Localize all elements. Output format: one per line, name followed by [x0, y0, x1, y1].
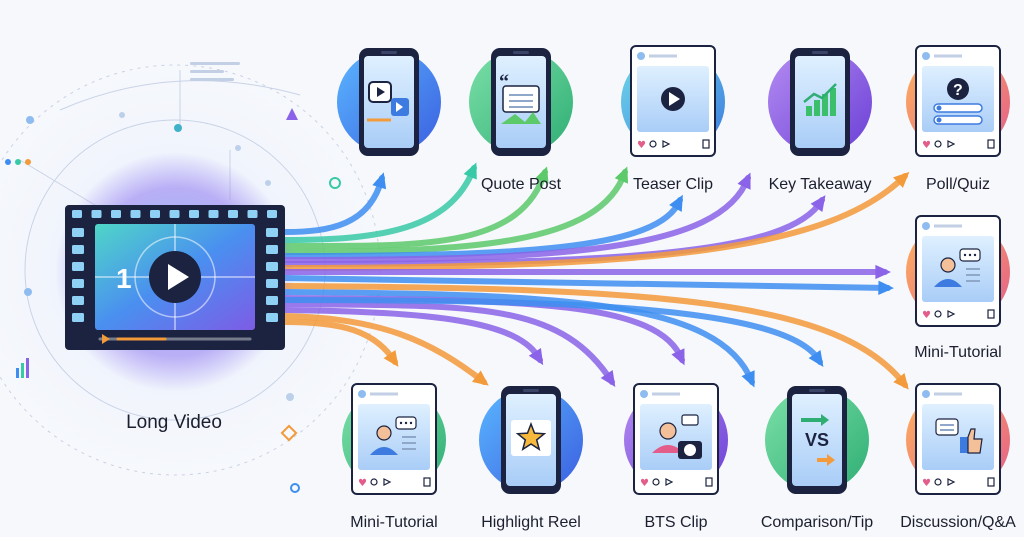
output-node: VS — [765, 386, 869, 494]
output-label: Comparison/Tip — [760, 514, 874, 531]
arrowhead — [808, 350, 824, 367]
arrowhead — [669, 194, 683, 212]
flow-arrow — [282, 297, 824, 367]
output-node: ♥ — [624, 383, 728, 495]
flow-arrow — [282, 313, 489, 386]
svg-text:♥: ♥ — [922, 310, 931, 321]
output-label: Mini-Tutorial — [350, 514, 438, 531]
film-sprockets — [72, 210, 278, 322]
output-node — [768, 48, 872, 156]
flow-arrow — [282, 307, 544, 366]
flow-arrow — [282, 172, 751, 263]
svg-text:“: “ — [499, 71, 509, 93]
svg-text:?: ? — [953, 82, 963, 99]
svg-text:♥: ♥ — [358, 478, 367, 489]
person-chat-icon — [934, 248, 981, 287]
background-dots — [5, 62, 341, 493]
output-label: Key Takeaway — [768, 176, 872, 193]
output-label: Highlight Reel — [481, 514, 581, 531]
arrowhead — [600, 370, 616, 387]
arrowhead — [463, 162, 477, 180]
output-label: Mini-Tutorial — [914, 344, 1002, 361]
output-node: ♥ — [906, 383, 1010, 495]
arrowhead — [875, 264, 891, 280]
output-node — [479, 386, 583, 494]
video-editor-icon — [367, 81, 409, 122]
svg-text:VS: VS — [805, 430, 829, 450]
flow-arrow — [282, 171, 910, 271]
output-label: Teaser Clip — [632, 176, 714, 193]
arrowhead — [741, 370, 755, 388]
output-label: Quote Post — [480, 176, 562, 193]
flow-arrow — [282, 162, 477, 243]
svg-text:♥: ♥ — [640, 478, 649, 489]
quote-icon: “ — [499, 71, 541, 124]
arrowhead — [534, 166, 549, 184]
flow-arrow — [282, 172, 387, 235]
output-node: ♥ — [342, 383, 446, 495]
frame-number: 1 — [116, 263, 132, 294]
svg-text:♥: ♥ — [922, 478, 931, 489]
arrowhead — [372, 172, 387, 190]
play-icon — [661, 87, 685, 111]
svg-text:♥: ♥ — [637, 140, 646, 151]
output-label: Discussion/Q&A — [900, 514, 1016, 531]
output-node: ♥? — [906, 45, 1010, 157]
flow-arrow — [282, 194, 683, 259]
output-node: ♥ — [621, 45, 725, 157]
output-node — [337, 48, 441, 156]
camera-icon — [652, 414, 702, 459]
bar-chart-icon — [803, 83, 837, 116]
arrowhead — [383, 350, 399, 367]
svg-text:♥: ♥ — [922, 140, 931, 151]
flow-arrow — [282, 301, 616, 387]
arrowhead — [528, 348, 544, 366]
arrowhead — [614, 166, 629, 184]
output-node: ♥ — [906, 215, 1010, 327]
flow-arrow — [282, 166, 549, 250]
source-label: Long Video — [126, 412, 222, 433]
arrowhead — [671, 348, 685, 366]
arrowhead — [893, 171, 910, 188]
arrowhead — [472, 370, 489, 386]
output-node: “ — [469, 48, 573, 156]
source-video: 1 — [55, 152, 295, 392]
output-label: BTS Clip — [644, 514, 708, 531]
person-chat-icon — [370, 416, 417, 455]
question-icon: ? — [933, 78, 983, 125]
arrowhead — [810, 195, 826, 212]
flow-arrows — [282, 162, 910, 390]
vs-icon: VS — [801, 414, 835, 466]
arrowhead — [737, 172, 751, 190]
star-icon — [511, 420, 551, 456]
flow-arrow — [282, 319, 399, 367]
output-label: Poll/Quiz — [925, 176, 991, 193]
flow-arrow — [282, 283, 909, 390]
flow-arrow — [282, 264, 891, 280]
thumbs-up-icon — [935, 418, 983, 454]
output-nodes: “♥♥?♥♥♥VS♥ — [337, 45, 1010, 495]
flow-arrow — [282, 275, 894, 296]
arrowhead — [893, 373, 909, 390]
flow-arrow — [282, 166, 629, 255]
arrowhead — [878, 280, 894, 296]
